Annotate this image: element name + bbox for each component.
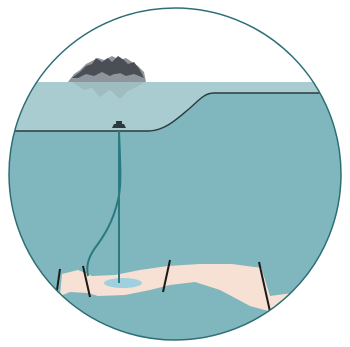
subsea-wellhead-icon bbox=[112, 121, 126, 128]
deviated-well bbox=[86, 130, 122, 277]
sky bbox=[9, 8, 341, 83]
reservoir-fluid-pocket bbox=[104, 278, 142, 288]
fault-line bbox=[82, 265, 91, 298]
rocky-island-icon bbox=[68, 56, 146, 82]
seabed-line bbox=[9, 92, 341, 132]
reservoir-layer bbox=[60, 264, 341, 312]
circular-frame bbox=[8, 7, 342, 341]
fault-line bbox=[258, 261, 272, 317]
island-reflection bbox=[72, 82, 145, 99]
fault-line bbox=[162, 259, 171, 293]
